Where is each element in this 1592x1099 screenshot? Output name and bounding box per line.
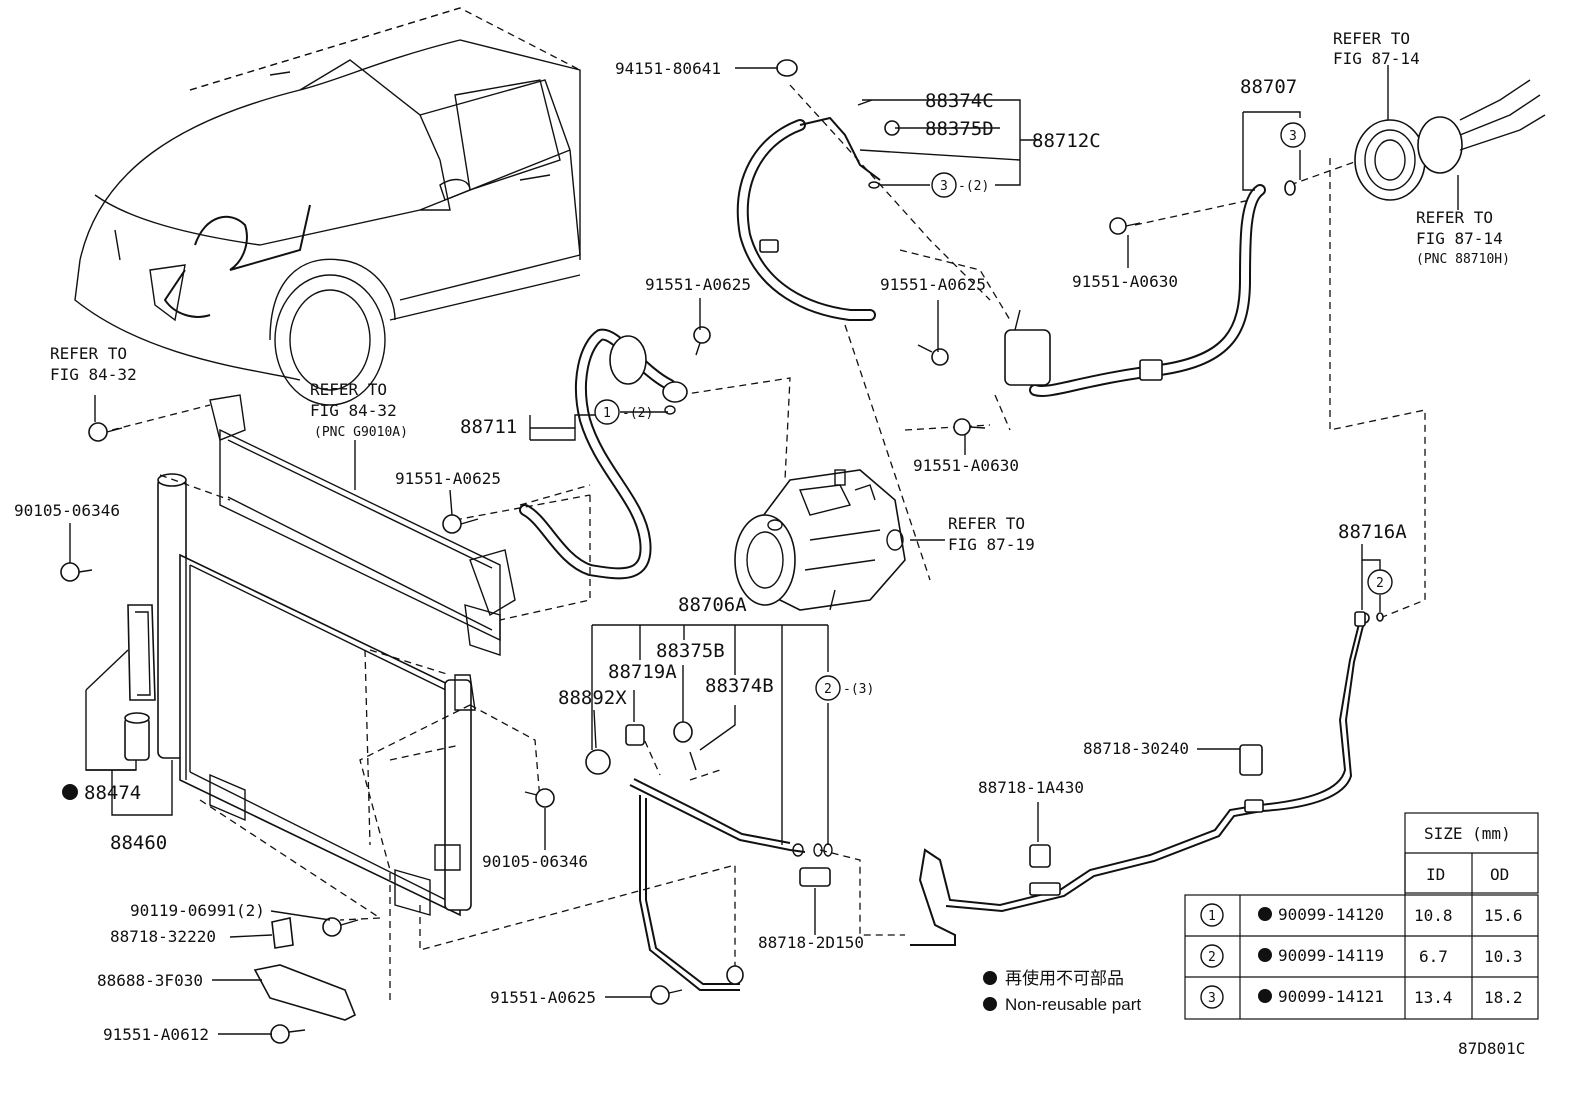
circle-2-b: 2: [824, 682, 832, 697]
legend-english: Non-reusable part: [1005, 995, 1141, 1014]
label-88474: 88474: [84, 782, 141, 804]
label-90105-06346-b: 90105-06346: [482, 852, 588, 871]
callout-circles: [62, 122, 1393, 800]
label-88375b: 88375B: [656, 640, 725, 662]
qty-1: -(2): [622, 406, 653, 421]
table-header-size: SIZE (mm): [1424, 824, 1511, 843]
label-91551-a0625-b: 91551-A0625: [880, 275, 986, 294]
refer-to-84-32-b: REFER TO: [310, 380, 387, 399]
table-row-1-od: 15.6: [1484, 906, 1523, 925]
label-90105-06346-a: 90105-06346: [14, 501, 120, 520]
refer-to-84-32-a: REFER TO: [50, 344, 127, 363]
table-row-1-num: 1: [1208, 909, 1216, 924]
label-94151-80641: 94151-80641: [615, 59, 721, 78]
table-row-2-id: 6.7: [1419, 947, 1448, 966]
table-row-2-od: 10.3: [1484, 947, 1523, 966]
refer-to-87-14-b: REFER TO: [1416, 208, 1493, 227]
refer-to-87-14-a: REFER TO: [1333, 29, 1410, 48]
label-91551-a0625-c: 91551-A0625: [395, 469, 501, 488]
legend: 再使用不可部品 Non-reusable part: [983, 968, 1141, 1014]
label-88706a: 88706A: [678, 594, 747, 616]
table-header-od: OD: [1490, 865, 1509, 884]
label-88374b: 88374B: [705, 675, 774, 697]
legend-japanese: 再使用不可部品: [1005, 968, 1124, 988]
label-88460: 88460: [110, 832, 167, 854]
label-88719a: 88719A: [608, 661, 677, 683]
part-labels: 94151-80641 88374C 88375D 88712C 3 -(2) …: [14, 29, 1525, 1058]
label-91551-a0625-d: 91551-A0625: [490, 988, 596, 1007]
oring-size-table: SIZE (mm) ID OD 1 90099-14120 10.8 15.6 …: [1184, 812, 1539, 1020]
vehicle-outline: [74, 7, 581, 406]
label-88375d: 88375D: [925, 118, 994, 140]
label-88718-1a430: 88718-1A430: [978, 778, 1084, 797]
fasteners: [60, 59, 1546, 1044]
circle-3-a: 3: [940, 179, 948, 194]
label-leaders: [69, 65, 1459, 1035]
compressor: [734, 469, 906, 611]
label-91551-a0612: 91551-A0612: [103, 1025, 209, 1044]
label-91551-a0630-a: 91551-A0630: [1072, 272, 1178, 291]
qty-3-a: -(2): [958, 179, 989, 194]
table-header-id: ID: [1426, 865, 1445, 884]
figure-code: 87D801C: [1458, 1039, 1525, 1058]
label-88707: 88707: [1240, 76, 1297, 98]
fig-87-14-a: FIG 87-14: [1333, 49, 1420, 68]
fig-87-14-b: FIG 87-14: [1416, 229, 1503, 248]
pnc-g9010a: (PNC G9010A): [314, 425, 408, 440]
fig-84-32-a: FIG 84-32: [50, 365, 137, 384]
label-88711: 88711: [460, 416, 517, 438]
qty-2-b: -(3): [843, 682, 874, 697]
circle-2-a: 2: [1376, 576, 1384, 591]
label-88718-32220: 88718-32220: [110, 927, 216, 946]
table-row-3-part: 90099-14121: [1278, 987, 1384, 1006]
fig-84-32-b: FIG 84-32: [310, 401, 397, 420]
table-row-3-num: 3: [1208, 991, 1216, 1006]
label-88688-3f030: 88688-3F030: [97, 971, 203, 990]
table-row-1-id: 10.8: [1414, 906, 1453, 925]
label-88718-2d150: 88718-2D150: [758, 933, 864, 952]
dashed-reference-lines: [111, 84, 1426, 1005]
label-91551-a0625-a: 91551-A0625: [645, 275, 751, 294]
pnc-88710h: (PNC 88710H): [1416, 252, 1510, 267]
circle-1: 1: [603, 406, 611, 421]
condenser-assembly: [85, 394, 516, 917]
label-88374c: 88374C: [925, 90, 994, 112]
label-90119-06991: 90119-06991(2): [130, 901, 265, 920]
table-row-1-part: 90099-14120: [1278, 905, 1384, 924]
refer-to-87-19: REFER TO: [948, 514, 1025, 533]
hoses-and-pipes: [519, 116, 1365, 991]
label-91551-a0630-b: 91551-A0630: [913, 456, 1019, 475]
table-row-2-part: 90099-14119: [1278, 946, 1384, 965]
label-88712c: 88712C: [1032, 130, 1101, 152]
label-88718-30240: 88718-30240: [1083, 739, 1189, 758]
table-row-3-id: 13.4: [1414, 988, 1453, 1007]
fig-87-19: FIG 87-19: [948, 535, 1035, 554]
label-88716a: 88716A: [1338, 521, 1407, 543]
table-row-3-od: 18.2: [1484, 988, 1523, 1007]
label-88892x: 88892X: [558, 687, 627, 709]
circle-3-b: 3: [1289, 129, 1297, 144]
table-row-2-num: 2: [1208, 950, 1216, 965]
